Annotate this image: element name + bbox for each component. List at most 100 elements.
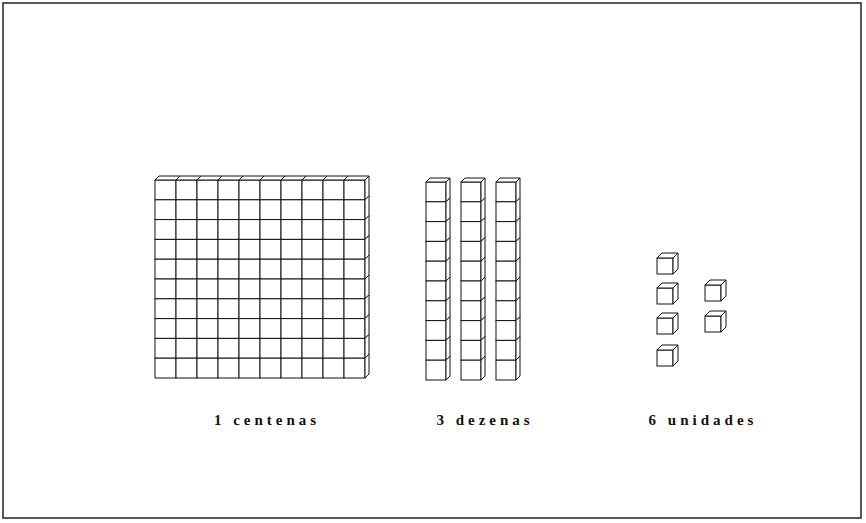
cube-face — [461, 321, 481, 341]
cube-face — [239, 180, 260, 200]
cube-face — [176, 319, 197, 339]
cube-face — [239, 200, 260, 220]
cube-face — [155, 220, 176, 240]
cube-face — [426, 261, 446, 281]
cube-face — [302, 279, 323, 299]
cube-face — [155, 259, 176, 279]
cube-face — [426, 281, 446, 301]
cube-face — [302, 220, 323, 240]
cube-face — [239, 220, 260, 240]
cube-face — [260, 180, 281, 200]
cube-face — [155, 338, 176, 358]
unit-cube — [657, 345, 678, 366]
cube-face — [323, 180, 344, 200]
cube-face — [461, 182, 481, 202]
cube-face — [260, 200, 281, 220]
cube-face — [281, 279, 302, 299]
cube-face — [155, 319, 176, 339]
cube-face — [176, 180, 197, 200]
cube-face — [323, 299, 344, 319]
cube-side — [721, 311, 726, 332]
cube-face — [344, 338, 365, 358]
cube-face — [239, 299, 260, 319]
cube-face — [155, 299, 176, 319]
cube-face — [260, 239, 281, 259]
cube-face — [461, 301, 481, 321]
cube-face — [218, 279, 239, 299]
cube-face — [176, 358, 197, 378]
cube-face — [323, 319, 344, 339]
cube-face — [426, 360, 446, 380]
cube-face — [176, 259, 197, 279]
cube-face — [323, 239, 344, 259]
cube-face — [155, 239, 176, 259]
cube-face — [281, 180, 302, 200]
cube-face — [281, 319, 302, 339]
cube-side — [446, 356, 450, 380]
cube-face — [344, 319, 365, 339]
cube-face — [344, 180, 365, 200]
cube-face — [239, 338, 260, 358]
cube-face — [260, 220, 281, 240]
cube-face — [461, 241, 481, 261]
cube-face — [461, 261, 481, 281]
cube-face — [218, 358, 239, 378]
cube-face — [176, 338, 197, 358]
hundred-flat — [155, 176, 369, 378]
cube-face — [344, 200, 365, 220]
cube-face — [281, 358, 302, 378]
cube-face — [260, 319, 281, 339]
cube-face — [323, 220, 344, 240]
cube-face — [461, 340, 481, 360]
cube-face — [260, 259, 281, 279]
cube-face — [344, 259, 365, 279]
cube-face — [260, 299, 281, 319]
place-value-label: 1 centenas — [214, 412, 320, 429]
cube-face — [496, 281, 516, 301]
cube-face — [461, 281, 481, 301]
cube-face — [657, 350, 673, 366]
cube-side — [673, 313, 678, 334]
cube-face — [197, 358, 218, 378]
cube-face — [496, 241, 516, 261]
place-value-label: 3 dezenas — [436, 412, 533, 429]
cube-face — [197, 200, 218, 220]
place-value-label: 6 unidades — [649, 412, 758, 429]
cube-face — [705, 316, 721, 332]
cube-face — [218, 180, 239, 200]
cube-face — [461, 222, 481, 242]
cube-face — [155, 279, 176, 299]
cube-face — [496, 340, 516, 360]
ten-rod — [461, 178, 485, 380]
cube-face — [218, 319, 239, 339]
cube-face — [197, 319, 218, 339]
cube-face — [239, 239, 260, 259]
cube-face — [302, 358, 323, 378]
cube-face — [426, 301, 446, 321]
cube-face — [302, 299, 323, 319]
ten-rod — [426, 178, 450, 380]
cube-face — [302, 259, 323, 279]
cube-face — [496, 222, 516, 242]
cube-face — [496, 261, 516, 281]
cube-side — [673, 345, 678, 366]
unit-cube — [657, 313, 678, 334]
cube-face — [323, 259, 344, 279]
cube-face — [426, 321, 446, 341]
cube-face — [155, 200, 176, 220]
cube-face — [176, 279, 197, 299]
cube-face — [218, 239, 239, 259]
cube-face — [239, 279, 260, 299]
cube-side — [673, 283, 678, 304]
cube-face — [197, 239, 218, 259]
cube-face — [496, 202, 516, 222]
cube-face — [176, 220, 197, 240]
cube-face — [496, 182, 516, 202]
cube-face — [426, 182, 446, 202]
cube-face — [302, 319, 323, 339]
cube-face — [302, 239, 323, 259]
cube-face — [281, 220, 302, 240]
cube-face — [155, 358, 176, 378]
cube-face — [260, 358, 281, 378]
